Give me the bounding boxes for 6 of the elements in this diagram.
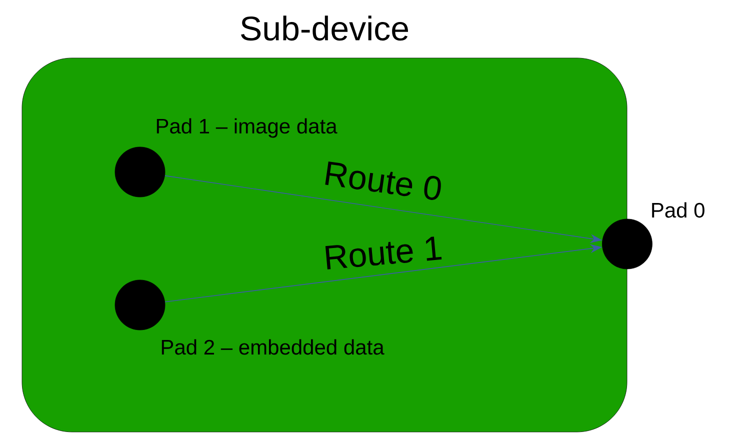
- edge-label: Route 1: [325, 236, 442, 270]
- edge-label: Route 0: [325, 162, 441, 200]
- pad-label: Pad 2 – embedded data: [162, 339, 384, 355]
- pad-label: Pad 0: [652, 202, 704, 218]
- title: Sub-device: [241, 16, 408, 41]
- pad-label: Pad 1 – image data: [156, 118, 338, 138]
